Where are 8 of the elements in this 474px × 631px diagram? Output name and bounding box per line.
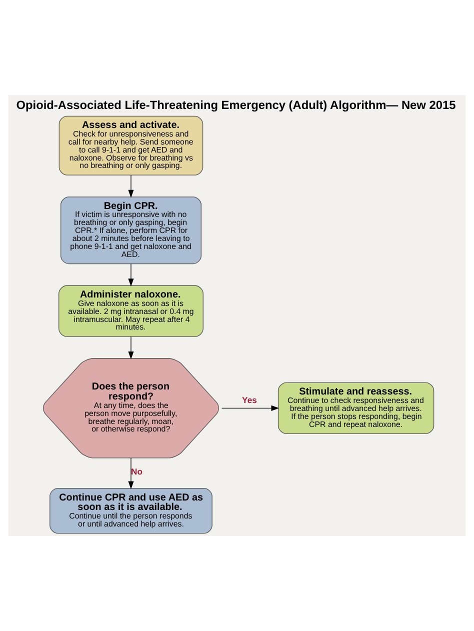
arrow (128, 336, 134, 360)
arrow (222, 405, 280, 411)
arrow (128, 174, 134, 198)
arrow (128, 263, 134, 287)
arrow (128, 458, 134, 490)
diagram-title: Opioid-Associated Life-Threatening Emergency (Adult) Algorithm— New 2015 (16, 98, 456, 112)
edge-label: No (130, 466, 142, 477)
edge-label: Yes (242, 395, 257, 406)
